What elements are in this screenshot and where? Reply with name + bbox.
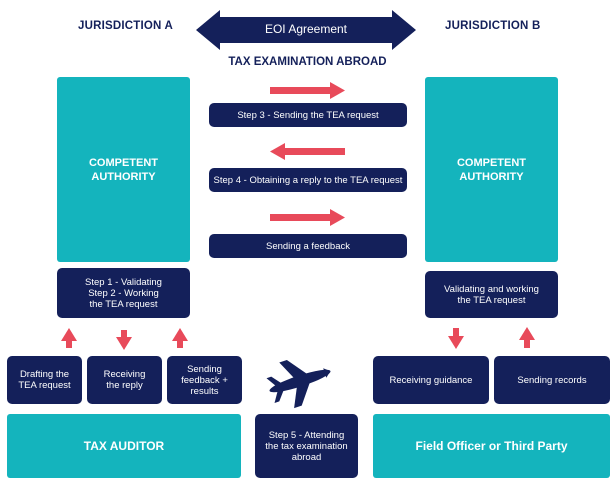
arrow-down-receiving	[116, 330, 132, 350]
arrow-down-guidance	[448, 328, 464, 349]
arrow-up-feedback	[172, 328, 188, 348]
sending-feedback-box: Sending feedback + results	[167, 356, 242, 404]
step4-box: Step 4 - Obtaining a reply to the TEA re…	[209, 168, 407, 192]
eoi-agreement-label: EOI Agreement	[264, 22, 348, 36]
step12-box: Step 1 - Validating Step 2 - Working the…	[57, 268, 190, 318]
tax-auditor-box: TAX AUDITOR	[7, 414, 241, 478]
receiving-guidance-box: Receiving guidance	[373, 356, 489, 404]
jurisdiction-a-label: JURISDICTION A	[78, 20, 174, 32]
sending-records-box: Sending records	[494, 356, 610, 404]
step3-box: Step 3 - Sending the TEA request	[209, 103, 407, 127]
drafting-box: Drafting the TEA request	[7, 356, 82, 404]
jurisdiction-b-label: JURISDICTION B	[445, 20, 541, 32]
arrow-left-step4	[270, 143, 345, 160]
arrow-right-step3	[270, 82, 345, 99]
arrow-up-drafting	[61, 328, 77, 348]
receiving-reply-box: Receiving the reply	[87, 356, 162, 404]
arrow-right-feedback	[270, 209, 345, 226]
right-validate-box: Validating and working the TEA request	[425, 271, 558, 318]
tea-title: TAX EXAMINATION ABROAD	[228, 56, 387, 68]
competent-authority-left: COMPETENT AUTHORITY	[57, 77, 190, 262]
competent-authority-right: COMPETENT AUTHORITY	[425, 77, 558, 262]
arrow-up-records	[519, 327, 535, 348]
feedback-box: Sending a feedback	[209, 234, 407, 258]
step5-box: Step 5 - Attending the tax examination a…	[255, 414, 358, 478]
field-officer-box: Field Officer or Third Party	[373, 414, 610, 478]
